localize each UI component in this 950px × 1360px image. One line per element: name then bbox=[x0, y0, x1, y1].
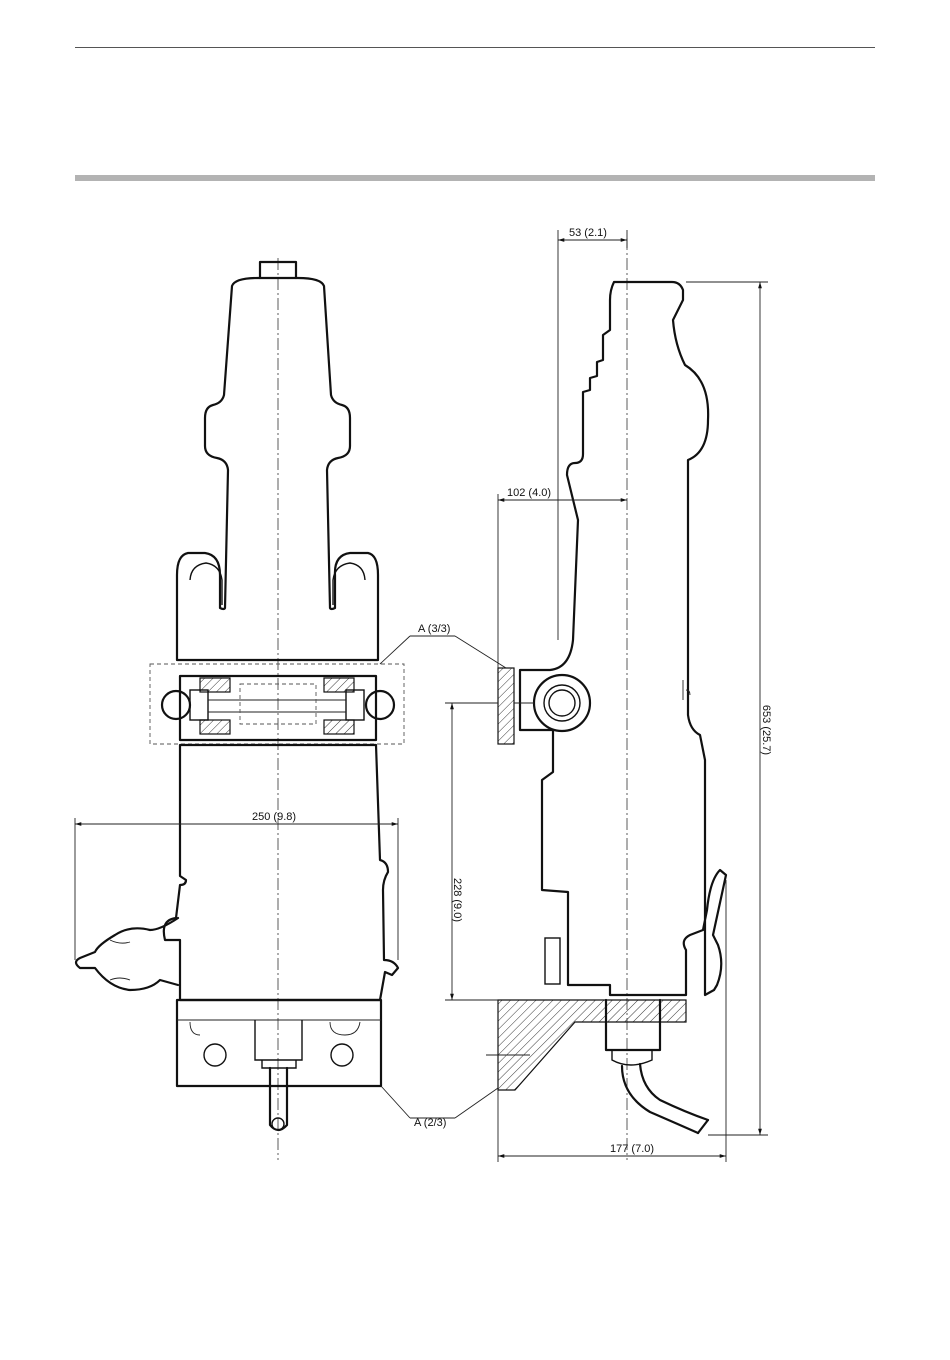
dim-total-height: 653 (25.7) bbox=[760, 705, 772, 755]
clamp-nut bbox=[346, 690, 364, 720]
dim-base-depth: 177 (7.0) bbox=[610, 1143, 654, 1155]
clamp-insert bbox=[200, 720, 230, 734]
mounting-bracket bbox=[498, 1000, 686, 1090]
clamp-nut bbox=[190, 690, 208, 720]
clamp-insert bbox=[324, 720, 354, 734]
clamp-right-lug bbox=[366, 691, 394, 719]
lower-body bbox=[164, 745, 398, 1000]
side-view bbox=[486, 238, 726, 1160]
dim-lower-height: 228 (9.0) bbox=[451, 878, 463, 922]
pivot-boss bbox=[534, 675, 590, 731]
right-finger-inner bbox=[333, 563, 365, 605]
dim-top-offset: 53 (2.1) bbox=[569, 227, 607, 239]
lower-lug bbox=[545, 938, 560, 984]
front-base-plate bbox=[177, 1000, 381, 1086]
base-bolt-hole bbox=[204, 1044, 226, 1066]
front-view bbox=[76, 258, 410, 1160]
callout-upper-clamp: A (3/3) bbox=[418, 623, 450, 635]
upper-insulator-body bbox=[177, 278, 378, 660]
base-boss bbox=[255, 1020, 302, 1060]
left-finger-inner bbox=[190, 563, 222, 605]
clamp-left-lug bbox=[162, 691, 190, 719]
base-bolt-hole bbox=[331, 1044, 353, 1066]
callout-base-plate: A (2/3) bbox=[414, 1117, 446, 1129]
dim-flange-offset: 102 (4.0) bbox=[507, 487, 551, 499]
dim-front-width: 250 (9.8) bbox=[252, 811, 296, 823]
side-flange bbox=[498, 668, 514, 744]
side-main-body bbox=[520, 282, 726, 995]
